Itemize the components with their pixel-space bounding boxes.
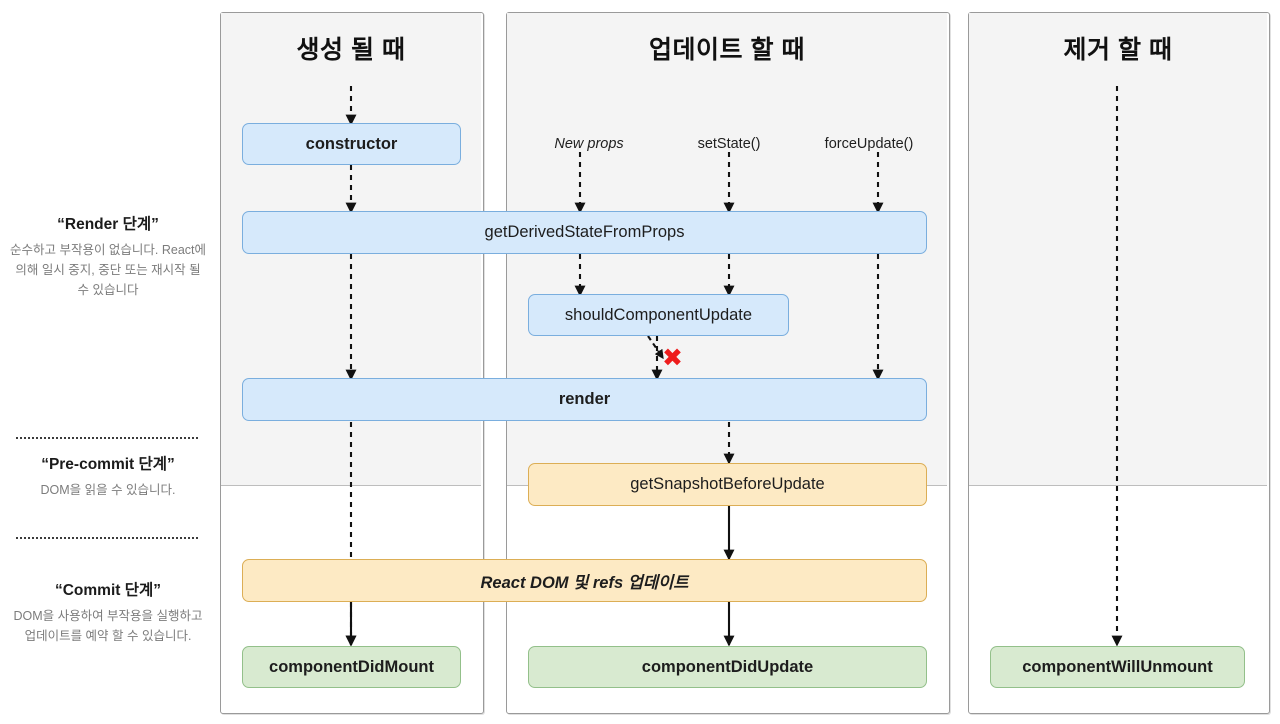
legend-pre-commit-phase-title: “Pre-commit 단계” <box>41 456 175 473</box>
node-render[interactable]: render <box>242 378 927 421</box>
node-component-will-unmount[interactable]: componentWillUnmount <box>990 646 1245 688</box>
legend-render-phase: “Render 단계” 순수하고 부작용이 없습니다. React에 의해 일시… <box>8 212 208 300</box>
legend-pre-commit-phase: “Pre-commit 단계” DOM을 읽을 수 있습니다. <box>8 452 208 500</box>
panel-unmounting-render-phase-bg <box>969 13 1267 486</box>
legend-pre-commit-phase-description: DOM을 읽을 수 있습니다. <box>40 483 176 497</box>
node-component-did-update[interactable]: componentDidUpdate <box>528 646 927 688</box>
legend-commit-phase-description: DOM을 사용하여 부작용을 실행하고 업데이트를 예약 할 수 있습니다. <box>13 609 203 643</box>
node-should-component-update[interactable]: shouldComponentUpdate <box>528 294 789 336</box>
column-title-mounting: 생성 될 때 <box>296 36 406 64</box>
legend-commit-phase: “Commit 단계” DOM을 사용하여 부작용을 실행하고 업데이트를 예약… <box>8 578 208 646</box>
legend-render-phase-description: 순수하고 부작용이 없습니다. React에 의해 일시 중지, 중단 또는 재… <box>9 243 207 297</box>
column-title-unmounting: 제거 할 때 <box>1063 36 1173 64</box>
legend-commit-phase-title: “Commit 단계” <box>54 582 162 599</box>
node-get-snapshot-before-update[interactable]: getSnapshotBeforeUpdate <box>528 463 927 506</box>
skip-render-x-icon: ✖ <box>662 343 683 372</box>
node-component-did-mount[interactable]: componentDidMount <box>242 646 461 688</box>
node-constructor[interactable]: constructor <box>242 123 461 165</box>
trigger-force-update: forceUpdate() <box>824 136 914 152</box>
column-title-updating: 업데이트 할 때 <box>649 36 805 64</box>
node-react-dom-and-refs-update[interactable]: React DOM 및 refs 업데이트 <box>242 559 927 602</box>
trigger-set-state: setState() <box>697 136 761 152</box>
legend-render-phase-title: “Render 단계” <box>57 216 159 233</box>
node-get-derived-state-from-props[interactable]: getDerivedStateFromProps <box>242 211 927 254</box>
legend-divider-bottom <box>16 537 198 539</box>
legend-divider-top <box>16 437 198 439</box>
trigger-new-props: New props <box>554 136 624 152</box>
